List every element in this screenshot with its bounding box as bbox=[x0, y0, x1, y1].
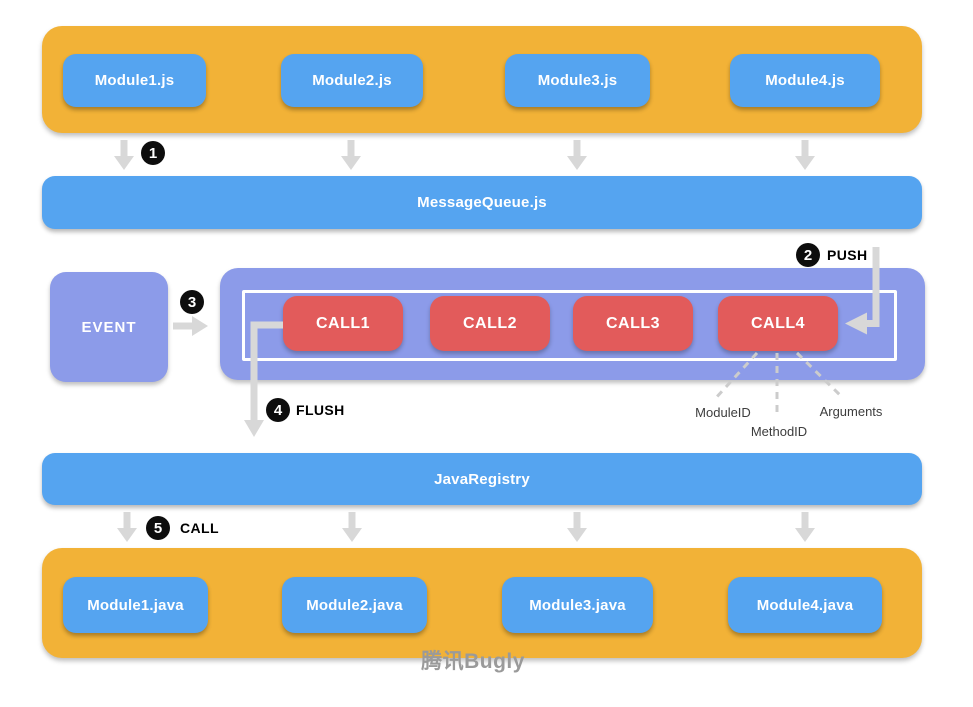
annotation-arguments: Arguments bbox=[819, 404, 883, 419]
flush-label: FLUSH bbox=[296, 402, 345, 418]
call-box: CALL2 bbox=[430, 296, 550, 351]
js-module-box: Module3.js bbox=[505, 54, 650, 107]
down-arrow bbox=[795, 512, 815, 542]
step-4-badge: 4 bbox=[266, 398, 290, 422]
annotation-moduleid: ModuleID bbox=[695, 405, 751, 420]
push-label: PUSH bbox=[827, 247, 868, 263]
event-arrow bbox=[173, 316, 208, 336]
call-label: CALL bbox=[180, 520, 219, 536]
java-module-box: Module3.java bbox=[502, 577, 653, 633]
down-arrow bbox=[341, 140, 361, 170]
down-arrow bbox=[117, 512, 137, 542]
message-queue-bar: MessageQueue.js bbox=[42, 176, 922, 229]
step-1-badge: 1 bbox=[141, 141, 165, 165]
call-queue-outline bbox=[242, 290, 897, 361]
js-module-box: Module1.js bbox=[63, 54, 206, 107]
js-module-box: Module4.js bbox=[730, 54, 880, 107]
java-module-box: Module4.java bbox=[728, 577, 882, 633]
down-arrow bbox=[567, 140, 587, 170]
call-box: CALL3 bbox=[573, 296, 693, 351]
step-5-badge: 5 bbox=[146, 516, 170, 540]
step-3-badge: 3 bbox=[180, 290, 204, 314]
watermark: 腾讯Bugly bbox=[421, 650, 525, 673]
js-module-box: Module2.js bbox=[281, 54, 423, 107]
event-box: EVENT bbox=[50, 272, 168, 382]
java-module-box: Module2.java bbox=[282, 577, 427, 633]
java-registry-bar: JavaRegistry bbox=[42, 453, 922, 505]
call-box: CALL4 bbox=[718, 296, 838, 351]
down-arrow bbox=[795, 140, 815, 170]
down-arrow bbox=[342, 512, 362, 542]
java-module-box: Module1.java bbox=[63, 577, 208, 633]
down-arrow bbox=[114, 140, 134, 170]
down-arrow bbox=[567, 512, 587, 542]
annotation-methodid: MethodID bbox=[750, 424, 808, 439]
step-2-badge: 2 bbox=[796, 243, 820, 267]
call-box: CALL1 bbox=[283, 296, 403, 351]
